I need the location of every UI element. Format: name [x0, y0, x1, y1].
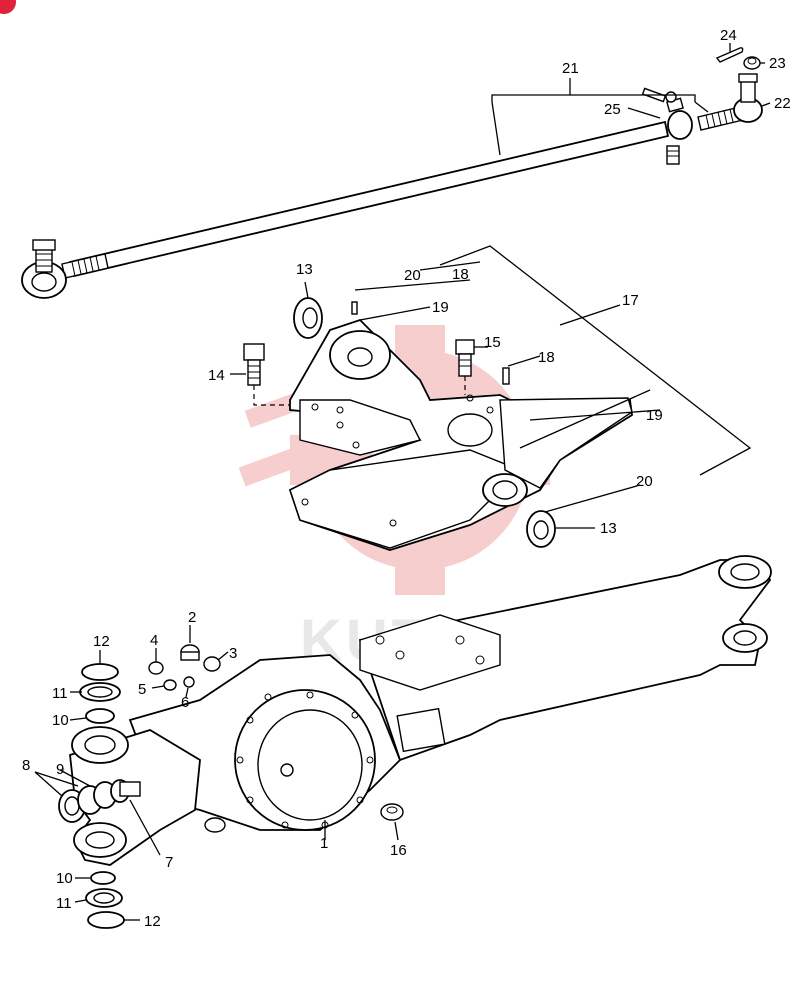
- corner-badge: [0, 0, 16, 14]
- thrust-washer-lower: [526, 510, 556, 548]
- callout-16: 16: [390, 842, 407, 859]
- callout-17: 17: [622, 292, 639, 309]
- bolt-15: [455, 339, 475, 377]
- callout-9: 9: [56, 761, 64, 778]
- washer-5: [163, 679, 177, 691]
- callout-7: 7: [165, 854, 173, 871]
- callout-19-lower: 19: [646, 407, 663, 424]
- right-tie-rod-end: [697, 73, 763, 131]
- bearing-stack-lower: [85, 871, 125, 929]
- tie-rod-clamp: [641, 87, 693, 165]
- dowel-pin-lower: [502, 367, 510, 385]
- kingpin-bushing-set: [58, 779, 141, 823]
- callout-1: 1: [320, 835, 328, 852]
- fitting-4: [148, 661, 164, 675]
- nut-16: [380, 803, 404, 821]
- castle-nut: [743, 56, 761, 70]
- callout-6: 6: [181, 694, 189, 711]
- left-tie-rod-end: [21, 239, 67, 299]
- leader-lines: [34, 43, 771, 921]
- callout-23: 23: [769, 55, 786, 72]
- callout-13-upper: 13: [296, 261, 313, 278]
- o-ring-3: [203, 656, 221, 672]
- dowel-pin-upper: [351, 301, 358, 315]
- tie-rod-assembly: [21, 47, 763, 299]
- callout-25: 25: [604, 101, 621, 118]
- callout-20-upper: 20: [404, 267, 421, 284]
- callout-8: 8: [22, 757, 30, 774]
- callout-10-upper: 10: [52, 712, 69, 729]
- callout-11-upper: 11: [52, 685, 68, 702]
- callout-19-upper: 19: [432, 299, 449, 316]
- callout-4: 4: [150, 632, 158, 649]
- callout-12-upper: 12: [93, 633, 110, 650]
- bearing-stack-upper: [79, 663, 121, 724]
- callout-10-lower: 10: [56, 870, 73, 887]
- callout-14: 14: [208, 367, 225, 384]
- callout-11-lower: 11: [56, 895, 72, 912]
- callout-13-lower: 13: [600, 520, 617, 537]
- callout-20-lower: 20: [636, 473, 653, 490]
- callout-21: 21: [562, 60, 579, 77]
- front-axle-housing: [69, 555, 772, 866]
- callout-12-lower: 12: [144, 913, 161, 930]
- callout-24: 24: [720, 27, 737, 44]
- callout-15: 15: [484, 334, 501, 351]
- plug-6: [183, 676, 195, 688]
- bushing-2: [180, 644, 200, 661]
- callout-2: 2: [188, 609, 196, 626]
- axle-pivot-support: [243, 245, 752, 551]
- bolt-14: [243, 343, 265, 386]
- callout-18-lower: 18: [538, 349, 555, 366]
- thrust-washer-upper: [293, 297, 323, 339]
- callout-3: 3: [229, 645, 237, 662]
- cotter-pin: [715, 47, 744, 63]
- callout-5: 5: [138, 681, 146, 698]
- callout-18-upper: 18: [452, 266, 469, 283]
- callout-22: 22: [774, 95, 791, 112]
